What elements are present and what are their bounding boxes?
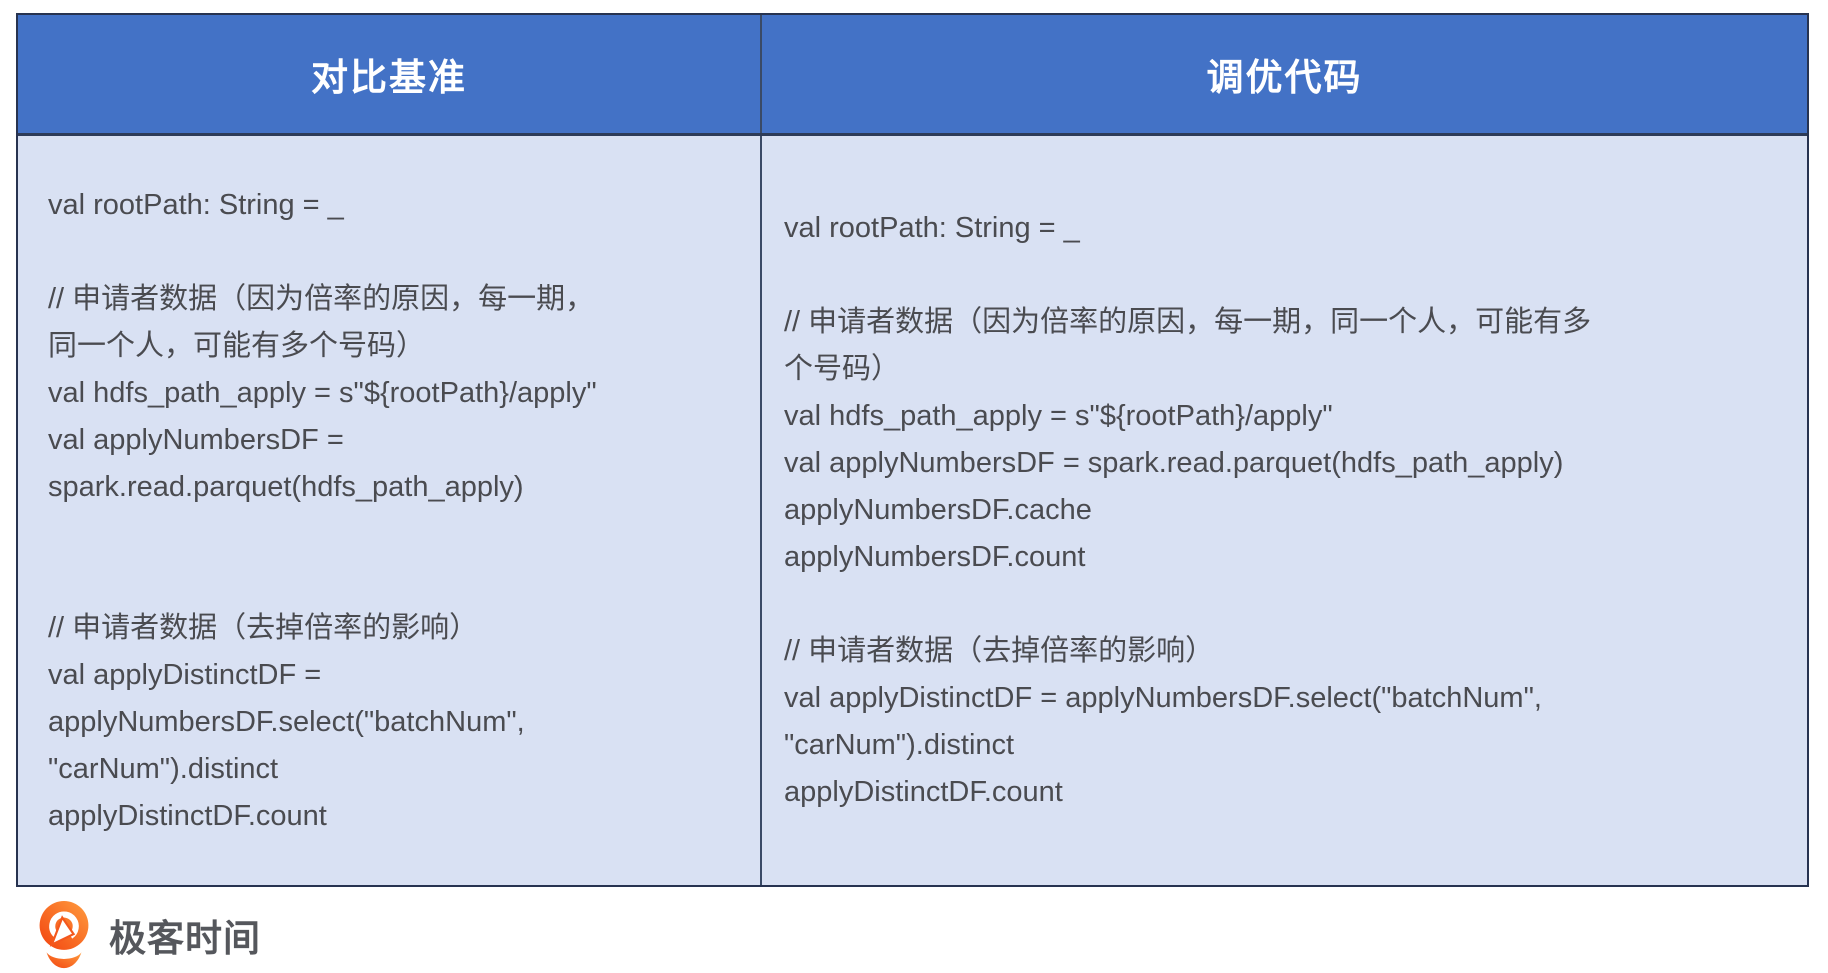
column-header-tuned-label: 调优代码 [1206,57,1363,98]
table-header-row: 对比基准 调优代码 [18,15,1807,136]
table-body-row: val rootPath: String = _ // 申请者数据（因为倍率的原… [18,136,1807,885]
column-header-tuned: 调优代码 [762,15,1807,133]
column-header-baseline-label: 对比基准 [311,57,467,98]
geektime-logo-icon [39,901,89,969]
geektime-brand-name: 极客时间 [109,918,261,959]
tuned-code-cell: val rootPath: String = _ // 申请者数据（因为倍率的原… [762,136,1807,885]
tuned-code-text: val rootPath: String = _ // 申请者数据（因为倍率的原… [784,212,1592,808]
baseline-code-text: val rootPath: String = _ // 申请者数据（因为倍率的原… [48,188,597,832]
column-header-baseline: 对比基准 [18,15,762,133]
geektime-logo: 极客时间 [33,901,261,969]
baseline-code-cell: val rootPath: String = _ // 申请者数据（因为倍率的原… [18,136,762,885]
code-comparison-table: 对比基准 调优代码 val rootPath: String = _ // 申请… [16,13,1809,887]
